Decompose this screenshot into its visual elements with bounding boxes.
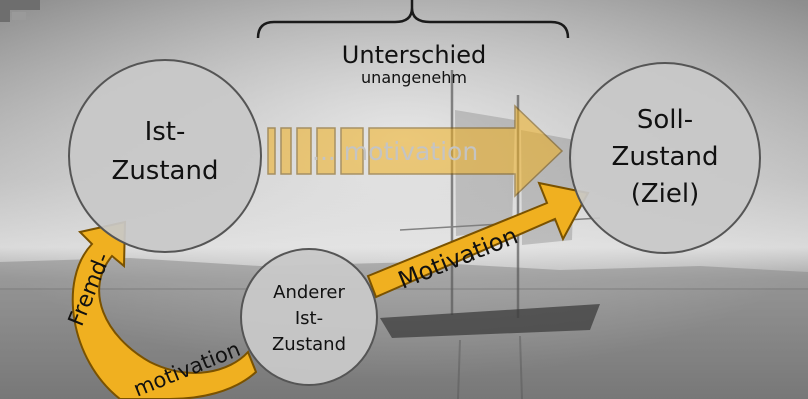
brace-label: Unterschied: [342, 41, 486, 69]
faded-arrow-label: ... motivation: [312, 137, 478, 166]
motivation-arrow: [366, 181, 590, 299]
anderer-line2: Ist-: [295, 308, 323, 329]
soll-line1: Soll-: [637, 105, 693, 135]
soll-line2: Zustand: [612, 142, 719, 172]
anderer-zustand-circle: Anderer Ist- Zustand: [240, 248, 378, 386]
difference-brace: [256, 0, 570, 39]
ist-line2: Zustand: [112, 156, 219, 186]
brace-sublabel: unangenehm: [361, 68, 467, 87]
anderer-line1: Anderer: [273, 282, 345, 303]
fremd-motivation-arrow: [71, 220, 258, 399]
anderer-line3: Zustand: [272, 334, 346, 355]
soll-line3: (Ziel): [631, 179, 700, 209]
soll-zustand-circle: Soll- Zustand (Ziel): [569, 62, 761, 254]
faded-motivation-arrow: [267, 104, 564, 198]
ist-zustand-circle: Ist- Zustand: [68, 59, 262, 253]
ist-line1: Ist-: [145, 117, 186, 147]
corner-decoration: [0, 0, 40, 22]
